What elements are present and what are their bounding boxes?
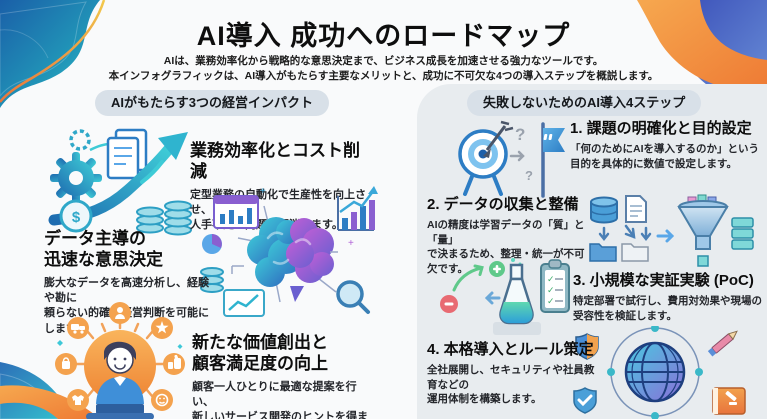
person-badge-icon	[109, 302, 131, 324]
step-item-4: 4. 本格導入とルール策定 全社展開し、セキュリティや社員教育などの 運用体制を…	[427, 341, 597, 407]
globe-governance-icon	[573, 326, 746, 419]
svg-text:✓: ✓	[547, 274, 555, 284]
sun-rays	[74, 318, 166, 398]
laptop-icon	[86, 404, 154, 419]
step-item-2: 2. データの収集と整備 AIの精度は学習データの「質」と「量」 で決まるため、…	[427, 196, 592, 277]
goal-flag-icon	[541, 122, 565, 198]
flask-checklist-icon: ✓ ✓ ✓	[440, 258, 570, 335]
line-chart-card-icon	[223, 289, 265, 317]
gear-growth-arrow-coins-icon: $	[48, 128, 192, 236]
step-4-title: 4. 本格導入とルール策定	[427, 341, 594, 358]
down-arrows	[598, 224, 652, 242]
flask-icon	[499, 258, 534, 325]
step-4-desc: 全社展開し、セキュリティや社員教育などの 運用体制を構築します。	[427, 364, 595, 406]
smiley-badge-icon	[151, 389, 173, 411]
law-book-icon	[712, 387, 746, 415]
dart-target-icon	[458, 120, 514, 196]
impact-item-2: データ主導の 迅速な意思決定 膨大なデータを高速分析し、経験や勘に 頼らない的確…	[44, 228, 212, 337]
curved-arrow-icon	[452, 264, 484, 292]
customer-person-icon	[96, 341, 144, 404]
shield-icon	[575, 333, 599, 360]
impact-2-title: データ主導の 迅速な意思決定	[44, 229, 163, 270]
step-3-desc: 特定部署で試行し、費用対効果や現場の 受容性を検証します。	[573, 295, 762, 322]
svg-text:✓: ✓	[547, 296, 555, 306]
step-1-desc: 「何のためにAIを導入するのか」という 目的を具体的に数値で設定します。	[570, 143, 759, 170]
impacts-section-badge: AIがもたらす3つの経営インパクト	[95, 90, 329, 116]
step-item-1: 1. 課題の明確化と目的設定 「何のためにAIを導入するのか」という 目的を具体…	[570, 120, 762, 171]
brain-icon	[247, 217, 334, 302]
steps-section-badge: 失敗しないためのAI導入4ステップ	[467, 90, 702, 116]
magnifier-icon	[336, 280, 370, 314]
truck-badge-icon	[67, 317, 89, 339]
step-2-desc: AIの精度は学習データの「質」と「量」 で決まるため、整理・統一が不可欠です。	[427, 219, 585, 276]
step-2-title: 2. データの収集と整備	[427, 196, 579, 213]
shield-check-icon	[573, 387, 597, 414]
pencil-icon	[707, 330, 738, 357]
pie-chart-icon	[202, 234, 222, 254]
page-subtitle-line1: AIは、業務効率化から戦略的な意思決定まで、ビジネス成長を加速させる強力なツール…	[163, 55, 604, 67]
shopping-bag-badge-icon	[55, 353, 77, 375]
folder-icons	[589, 243, 649, 262]
impact-3-desc: 顧客一人ひとりに最適な提案を行い、 新しいサービス開発のヒントを得ます。	[192, 380, 368, 419]
target-flag-icon: ? ?	[458, 120, 565, 198]
step-3-title: 3. 小規模な実証実験 (PoC)	[573, 272, 754, 289]
right-arrow	[656, 229, 675, 243]
gear-icon	[50, 152, 102, 204]
impact-3-title: 新たな価値創出と 顧客満足度の向上	[192, 333, 328, 374]
clothing-badge-icon	[67, 389, 89, 411]
svg-text:+: +	[260, 186, 266, 197]
svg-text:+: +	[348, 238, 354, 249]
checklist-clipboard-icon: ✓ ✓ ✓	[540, 259, 570, 313]
bar-chart-card-icon	[213, 195, 259, 229]
funnel-icon	[677, 194, 729, 267]
data-funnel-icon	[589, 194, 754, 267]
impact-2-desc: 膨大なデータを高速分析し、経験や勘に 頼らない的確な経営判断を可能にします。	[44, 276, 209, 335]
customer-satisfaction-icon	[55, 302, 185, 419]
step-1-title: 1. 課題の明確化と目的設定	[570, 120, 752, 137]
thumbs-up-badge-icon	[163, 353, 185, 375]
svg-text:✓: ✓	[547, 285, 555, 295]
ai-brain-analytics-icon: + +	[200, 186, 378, 317]
svg-text:?: ?	[515, 125, 525, 144]
impact-1-title: 業務効率化とコスト削減	[190, 141, 360, 182]
page-title: AI導入 成功へのロードマップ	[196, 21, 571, 51]
growth-bar-chart-icon	[337, 186, 378, 231]
database-icon	[200, 267, 224, 293]
svg-text:?: ?	[525, 168, 533, 183]
impact-item-3: 新たな価値創出と 顧客満足度の向上 顧客一人ひとりに最適な提案を行い、 新しいサ…	[192, 332, 372, 419]
step-item-3: 3. 小規模な実証実験 (PoC) 特定部署で試行し、費用対効果や現場の 受容性…	[573, 272, 765, 323]
document-icon	[625, 195, 647, 223]
page-subtitle-line2: 本インフォグラフィックは、AI導入がもたらす主要なメリットと、成功に不可欠な4つ…	[108, 70, 659, 82]
svg-text:$: $	[72, 209, 81, 226]
database-icon	[590, 196, 618, 224]
flask-base	[493, 322, 541, 335]
globe-icon	[624, 341, 686, 403]
left-arrow-icon	[484, 291, 501, 305]
star-badge-icon	[151, 317, 173, 339]
server-stack-icon	[731, 217, 754, 250]
coin-stack-icon	[136, 200, 192, 236]
